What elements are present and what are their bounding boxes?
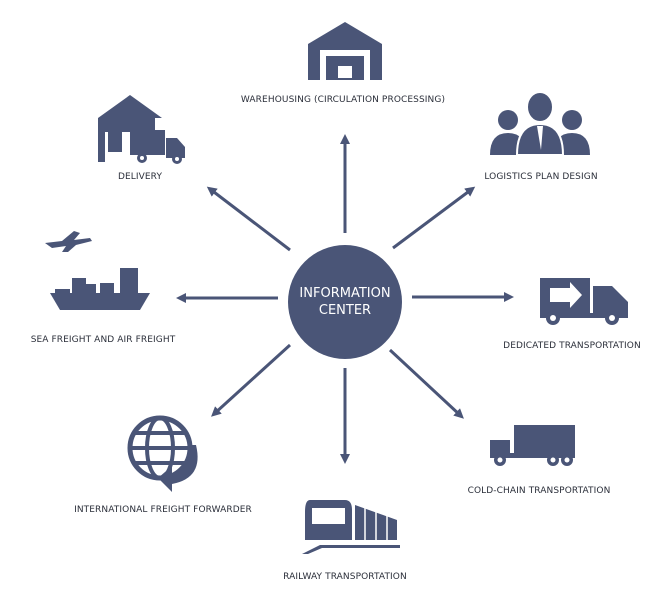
label-logistics-plan-design: LOGISTICS PLAN DESIGN — [484, 172, 598, 182]
label-delivery: DELIVERY — [117, 172, 163, 182]
warehouse-icon — [308, 22, 382, 80]
arrow-down-right — [388, 348, 464, 419]
arrow-down-left — [211, 343, 292, 417]
center-line-2: CENTER — [318, 303, 372, 318]
information-center-label: INFORMATION CENTER — [288, 285, 402, 319]
box-truck-icon — [490, 425, 575, 466]
truck-arrow-icon — [540, 278, 628, 325]
train-icon — [302, 500, 400, 554]
center-line-1: INFORMATION — [299, 286, 391, 301]
ship-plane-icon — [45, 231, 150, 310]
arrow-up-right — [392, 186, 476, 250]
label-dedicated-transportation: DEDICATED TRANSPORTATION — [503, 341, 641, 351]
label-warehousing: WAREHOUSING (CIRCULATION PROCESSING) — [240, 95, 446, 105]
information-center-circle — [288, 245, 402, 359]
label-international-freight-forwarder: INTERNATIONAL FREIGHT FORWARDER — [74, 505, 252, 515]
label-cold-chain-transportation: COLD-CHAIN TRANSPORTATION — [467, 486, 611, 496]
team-icon — [490, 91, 590, 156]
house-truck-icon — [98, 95, 185, 164]
label-sea-air-freight: SEA FREIGHT AND AIR FREIGHT — [30, 335, 176, 345]
globe-icon — [127, 415, 198, 492]
arrow-up-left — [206, 186, 291, 252]
label-railway-transportation: RAILWAY TRANSPORTATION — [283, 572, 407, 582]
